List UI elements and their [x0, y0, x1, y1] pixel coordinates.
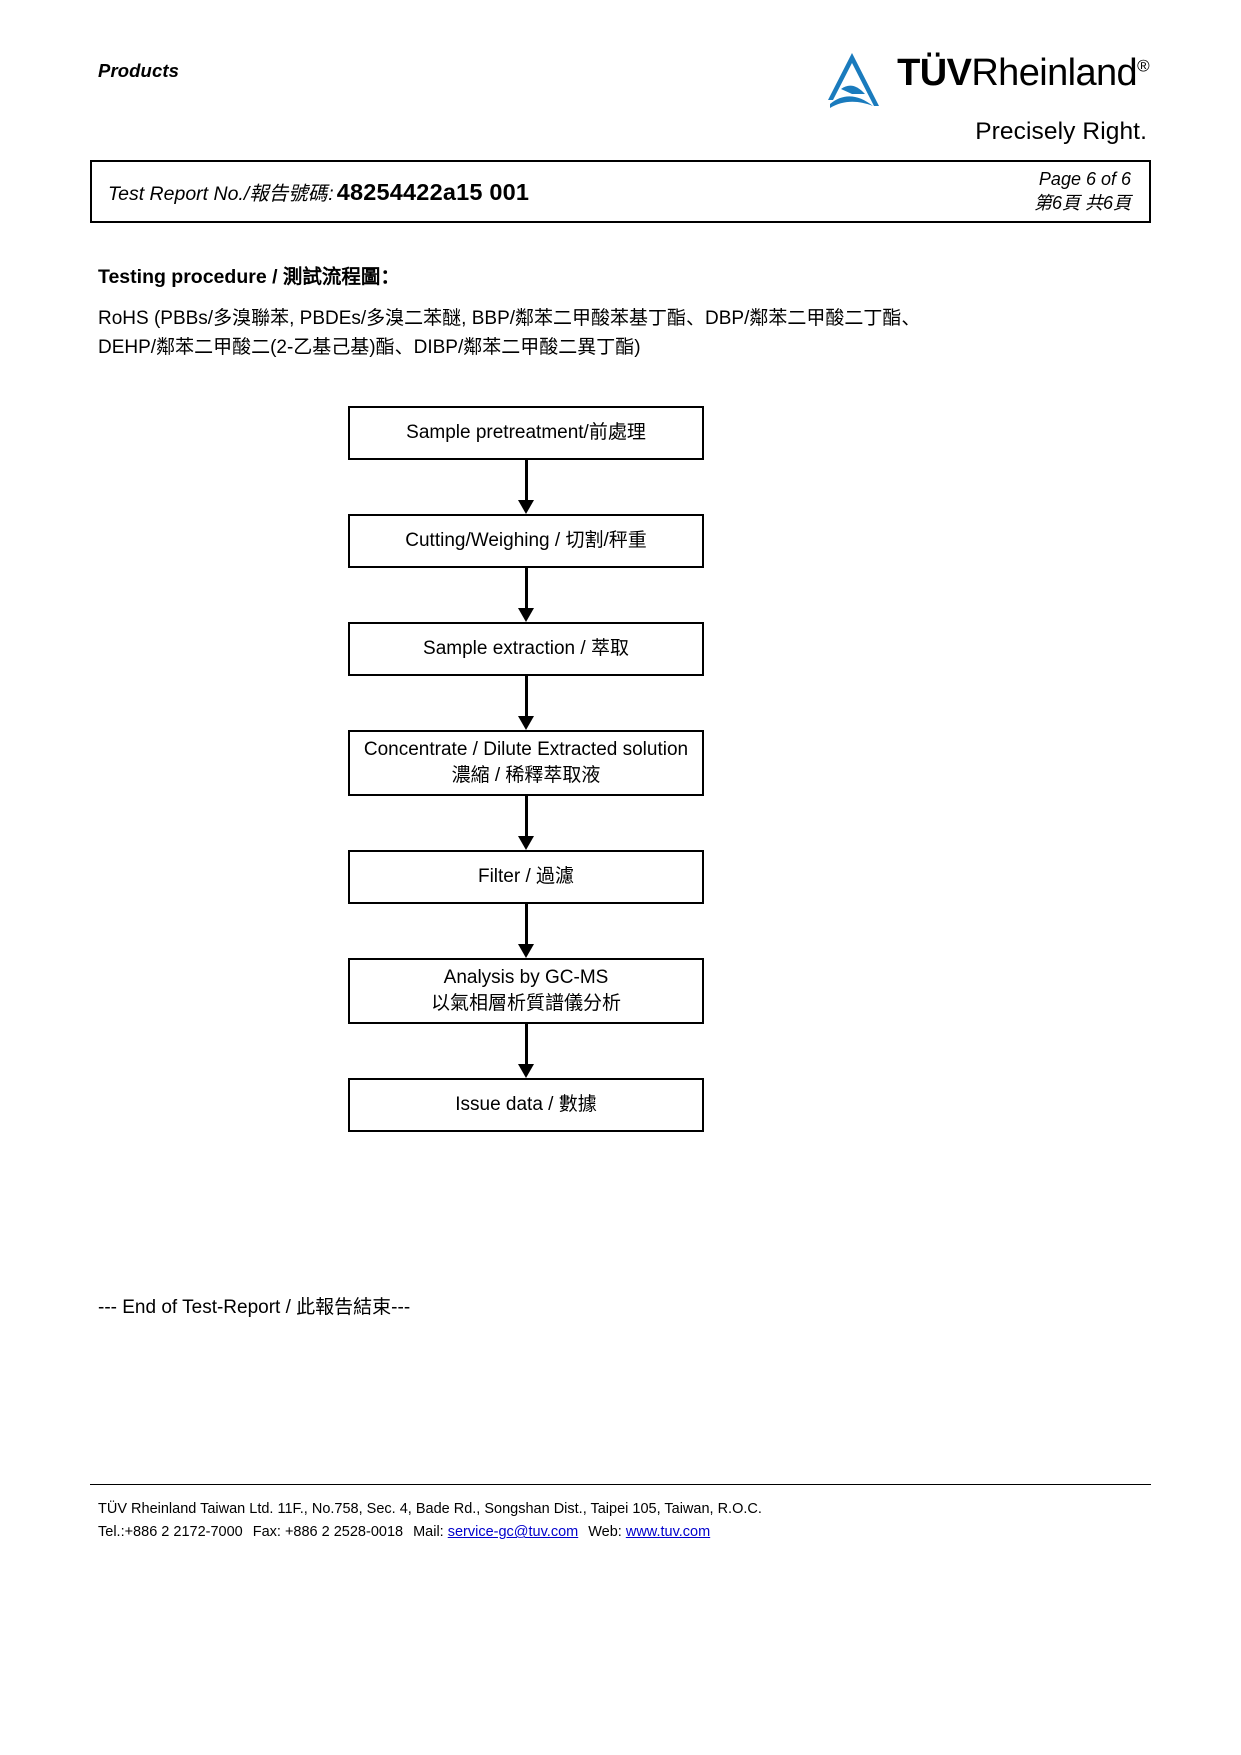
report-number-colon: : [328, 183, 334, 205]
flow-step-cutting-weighing: Cutting/Weighing / 切割/秤重 [348, 514, 704, 568]
flow-step-issue-data: Issue data / 數據 [348, 1078, 704, 1132]
logo-tagline: Precisely Right. [975, 118, 1147, 145]
flow-step-label: Issue data / 數據 [455, 1094, 597, 1116]
footer-mail-label: Mail: [413, 1524, 444, 1541]
flow-step-label: Analysis by GC-MS [443, 967, 609, 989]
footer-divider [90, 1484, 1151, 1485]
logo-wordmark: TÜVRheinland® [897, 48, 1149, 92]
page-footer: TÜV Rheinland Taiwan Ltd. 11F., No.758, … [98, 1498, 762, 1544]
registered-trademark-icon: ® [1137, 56, 1150, 76]
arrow-stem [524, 568, 528, 611]
arrow-stem [524, 460, 528, 503]
flow-step-sample-pretreatment: Sample pretreatment/前處理 [348, 406, 704, 460]
flow-arrow-6 [348, 1024, 704, 1078]
footer-contact-line: Tel.:+886 2 2172-7000 Fax: +886 2 2528-00… [98, 1521, 762, 1544]
flow-step-label: Filter / 過濾 [477, 866, 575, 888]
flow-step-sample-extraction: Sample extraction / 萃取 [348, 622, 704, 676]
report-number-label: Test Report No./報告號碼 [108, 183, 328, 205]
arrow-head-icon [518, 1064, 534, 1078]
footer-web-label: Web: [588, 1524, 622, 1541]
flow-arrow-4 [348, 796, 704, 850]
rohs-scope-line-1: RoHS (PBBs/多溴聯苯, PBDEs/多溴二苯醚, BBP/鄰苯二甲酸苯… [98, 308, 921, 329]
tuv-rheinland-logo: TÜVRheinland® Precisely Right. [789, 48, 1150, 152]
flow-arrow-2 [348, 568, 704, 622]
rohs-scope-text: RoHS (PBBs/多溴聯苯, PBDEs/多溴二苯醚, BBP/鄰苯二甲酸苯… [98, 305, 1058, 362]
arrow-stem [524, 676, 528, 719]
footer-address: TÜV Rheinland Taiwan Ltd. 11F., No.758, … [98, 1501, 762, 1517]
footer-web-link[interactable]: www.tuv.com [625, 1524, 711, 1541]
section-title-testing-procedure: Testing procedure / 測試流程圖： [98, 266, 400, 288]
flow-arrow-1 [348, 460, 704, 514]
arrow-head-icon [518, 608, 534, 622]
flow-step-label-zh: 以氣相層析質譜儀分析 [430, 993, 621, 1014]
logo-word-rheinland: Rheinland [971, 52, 1138, 94]
arrow-stem [524, 796, 528, 839]
report-number-group: Test Report No./報告號碼 : 48254422a15 001 [108, 177, 529, 206]
report-number-value: 48254422a15 001 [336, 179, 530, 205]
tuv-rheinland-triangle-icon [821, 50, 883, 112]
page-indicator-zh: 第6頁 共6頁 [1033, 192, 1131, 213]
test-report-number-box: Test Report No./報告號碼 : 48254422a15 001 P… [90, 160, 1151, 223]
arrow-head-icon [518, 716, 534, 730]
arrow-head-icon [518, 836, 534, 850]
arrow-head-icon [518, 944, 534, 958]
flow-arrow-3 [348, 676, 704, 730]
flow-step-label-zh: 濃縮 / 稀釋萃取液 [451, 765, 601, 786]
footer-tel: Tel.:+886 2 2172-7000 [98, 1524, 243, 1541]
flow-arrow-5 [348, 904, 704, 958]
page-indicator-en: Page 6 of 6 [1038, 168, 1131, 189]
arrow-stem [524, 904, 528, 947]
rohs-scope-line-2: DEHP/鄰苯二甲酸二(2-乙基己基)酯、DIBP/鄰苯二甲酸二異丁酯) [98, 336, 641, 358]
products-label: Products [98, 60, 179, 81]
page-indicator: Page 6 of 6 第6頁 共6頁 [1034, 168, 1131, 215]
flow-step-label: Concentrate / Dilute Extracted solution [363, 739, 689, 761]
testing-procedure-flowchart: Sample pretreatment/前處理 Cutting/Weighing… [348, 406, 704, 1132]
flow-step-filter: Filter / 過濾 [348, 850, 704, 904]
flow-step-concentrate-dilute: Concentrate / Dilute Extracted solution … [348, 730, 704, 796]
logo-word-tuv: TÜV [897, 52, 972, 94]
flow-step-label: Cutting/Weighing / 切割/秤重 [405, 530, 647, 552]
flow-step-label: Sample pretreatment/前處理 [406, 422, 646, 444]
arrow-stem [524, 1024, 528, 1067]
page-header: Products TÜVRheinland® Precisely Right. [98, 52, 1153, 152]
flow-step-label: Sample extraction / 萃取 [423, 638, 629, 660]
footer-fax: Fax: +886 2 2528-0018 [252, 1524, 404, 1541]
end-of-report-note: --- End of Test-Report / 此報告結束--- [98, 1297, 411, 1318]
footer-mail-link[interactable]: service-gc@tuv.com [447, 1524, 579, 1541]
flow-step-analysis-gcms: Analysis by GC-MS 以氣相層析質譜儀分析 [348, 958, 704, 1024]
arrow-head-icon [518, 500, 534, 514]
